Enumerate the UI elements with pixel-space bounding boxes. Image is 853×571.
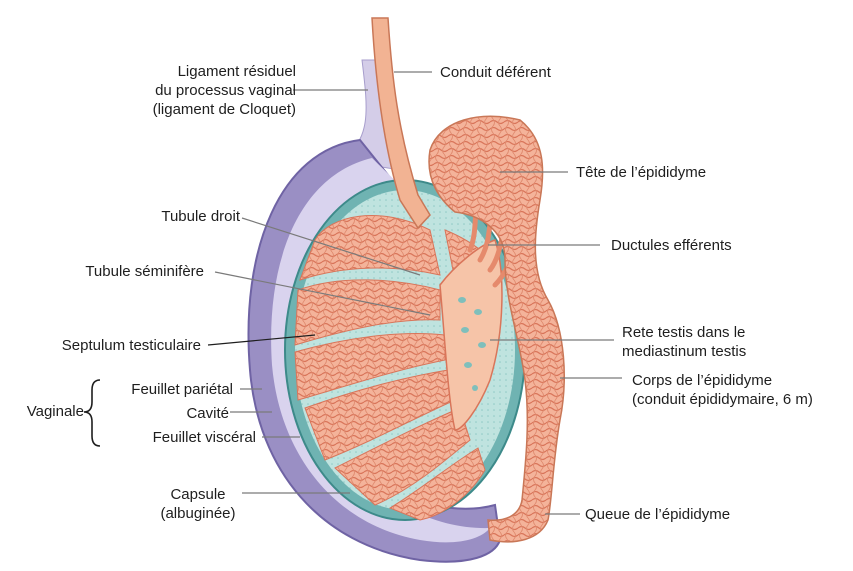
label-ligament-line1: Ligament résiduel xyxy=(153,62,296,81)
label-rete-line2: mediastinum testis xyxy=(622,342,746,361)
label-capsule-line2: (albuginée) xyxy=(156,504,240,523)
label-capsule: Capsule (albuginée) xyxy=(156,485,240,523)
label-vaginale: Vaginale xyxy=(27,402,84,421)
label-feuillet-visceral: Feuillet viscéral xyxy=(153,428,256,447)
label-ligament-line3: (ligament de Cloquet) xyxy=(153,100,296,119)
label-septulum: Septulum testiculaire xyxy=(62,336,201,355)
label-tubule-droit: Tubule droit xyxy=(161,207,240,226)
label-queue-epididyme: Queue de l’épididyme xyxy=(585,505,730,524)
label-corps-epididyme: Corps de l’épididyme (conduit épididymai… xyxy=(632,371,813,409)
label-ligament-line2: du processus vaginal xyxy=(153,81,296,100)
label-ligament-residuel: Ligament résiduel du processus vaginal (… xyxy=(153,62,296,119)
label-capsule-line1: Capsule xyxy=(156,485,240,504)
label-conduit-deferent: Conduit déférent xyxy=(440,63,551,82)
label-rete-line1: Rete testis dans le xyxy=(622,323,746,342)
vaginale-brace-icon xyxy=(84,380,100,446)
label-cavite: Cavité xyxy=(186,404,229,423)
label-corps-line1: Corps de l’épididyme xyxy=(632,371,813,390)
label-tubule-seminifere: Tubule séminifère xyxy=(85,262,204,281)
label-ductules-efferents: Ductules efférents xyxy=(611,236,732,255)
label-feuillet-parietal: Feuillet pariétal xyxy=(131,380,233,399)
label-corps-line2: (conduit épididymaire, 6 m) xyxy=(632,390,813,409)
label-rete-testis: Rete testis dans le mediastinum testis xyxy=(622,323,746,361)
label-tete-epididyme: Tête de l’épididyme xyxy=(576,163,706,182)
